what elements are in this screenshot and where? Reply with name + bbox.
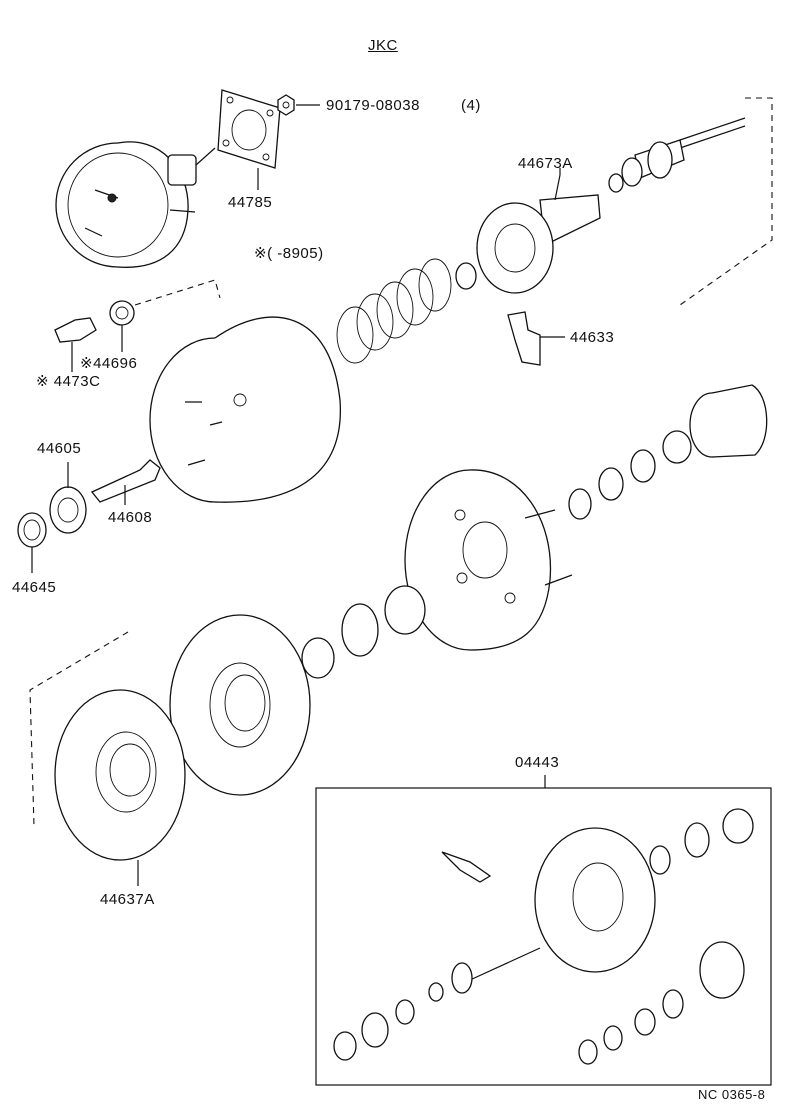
seal-ring-icon: [341, 603, 379, 657]
callout-bearing: 44605: [37, 440, 82, 457]
model-code-label: JKC: [368, 37, 398, 54]
callout-seal: ※44696: [80, 355, 138, 372]
callout-nut: 90179-08038: [326, 97, 420, 114]
key-icon: [507, 311, 565, 366]
applicability-note: ※( -8905): [254, 245, 324, 262]
booster-assembly-icon: [55, 141, 216, 268]
callout-nut-qty: (4): [461, 97, 481, 114]
spring-icon: [336, 258, 452, 364]
retainer-icon: [17, 512, 47, 573]
repair-kit-frame: [315, 787, 772, 1086]
callout-diaphragm: 44637A: [100, 891, 155, 908]
callout-retainer: 44645: [12, 579, 57, 596]
plate-icon: [404, 469, 573, 651]
retainer-icon: [301, 637, 335, 679]
check-valve-icon: [54, 317, 97, 343]
diaphragm-icon: [54, 614, 311, 886]
washer-icon: [455, 262, 477, 290]
kit-contents-icon: [333, 808, 754, 1065]
diagram-id-label: NC 0365-8: [698, 1087, 766, 1102]
boot-icon: [568, 384, 768, 520]
seal-ring-icon: [384, 585, 426, 635]
bearing-icon: [49, 462, 87, 534]
valve-body-icon: [476, 174, 601, 294]
nut-icon: [277, 94, 320, 116]
grommet-icon: [109, 300, 135, 326]
callout-key: 44633: [570, 329, 615, 346]
callout-push-rod: 44608: [108, 509, 153, 526]
push-rod-icon: [90, 459, 161, 505]
callout-gasket: 44785: [228, 194, 273, 211]
front-shell-icon: [149, 316, 341, 503]
gasket-icon: [217, 89, 281, 190]
valve-rod-icon: [608, 117, 746, 193]
callout-valve-body: 44673A: [518, 155, 573, 172]
callout-check-valve: ※ 4473C: [36, 373, 101, 390]
callout-kit: 04443: [515, 754, 560, 771]
